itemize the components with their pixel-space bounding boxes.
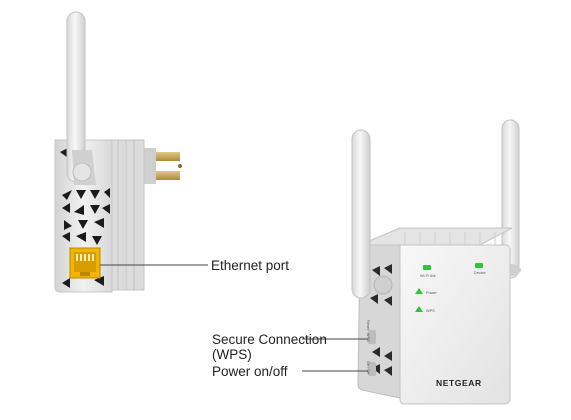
wps-label-line2: (WPS) [212,347,252,362]
netgear-logo: NETGEAR [436,378,482,388]
led-device-label: Device [474,271,486,275]
wps-label-line1: Secure Connection [212,332,327,347]
side-label-power: On / Off [366,361,370,375]
power-led [415,288,423,294]
side-view-device [54,11,208,293]
side-label-wps: WPS [366,333,370,342]
wps-button [368,330,376,344]
front-panel [399,244,511,405]
led-wps-label: WPS [426,309,435,313]
led-power-label: Power [426,291,437,295]
side-label-reset: Reset [366,320,370,331]
ethernet-port-label: Ethernet port [211,258,290,273]
power-label: Power on/off [212,364,288,379]
device-led [475,263,483,268]
status-leds: Wi-Fi link Device Power WPS [415,263,486,313]
side-antenna [66,11,96,185]
ethernet-port [69,247,101,279]
led-wifi-label: Wi-Fi link [420,274,436,278]
power-button [368,362,376,376]
wps-led [415,306,423,312]
power-plug [138,148,182,184]
front-view-device: Wi-Fi link Device Power WPS Reset WPS On… [302,119,521,405]
left-antenna [351,129,393,299]
side-vents [60,148,110,288]
wifi-link-led [423,265,431,270]
